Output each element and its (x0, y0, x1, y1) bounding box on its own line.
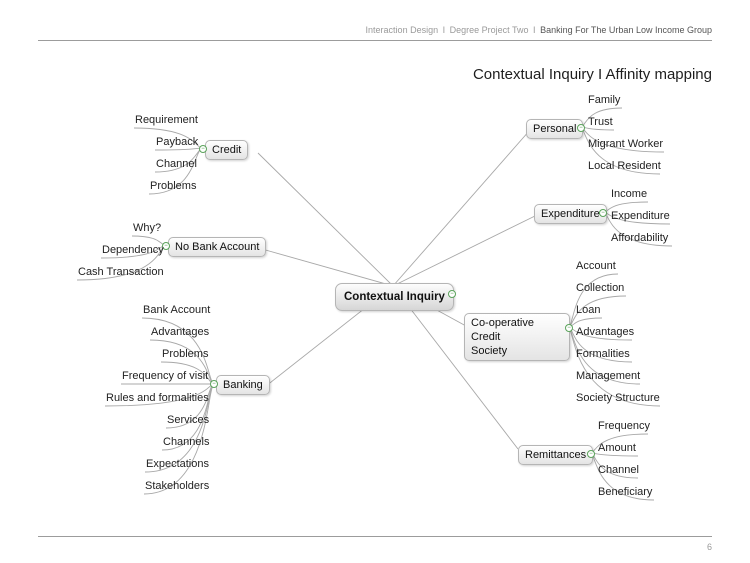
branch-label-line: Society (471, 345, 508, 357)
leaf-node[interactable]: Family (588, 94, 621, 106)
collapse-toggle-icon[interactable]: − (162, 242, 170, 250)
leaf-node[interactable]: Problems (150, 180, 197, 192)
branch-node-cooperative-credit-society[interactable]: Co-operative Credit Society (464, 313, 570, 361)
leaf-node[interactable]: Bank Account (143, 304, 211, 316)
breadcrumb: Interaction Design I Degree Project Two … (366, 25, 712, 35)
leaf-node[interactable]: Frequency (598, 420, 650, 432)
breadcrumb-separator: I (533, 25, 536, 35)
leaf-node[interactable]: Expectations (146, 458, 209, 470)
breadcrumb-item-current: Banking For The Urban Low Income Group (540, 25, 712, 35)
branch-node-personal[interactable]: Personal (526, 119, 584, 139)
collapse-toggle-icon[interactable]: − (210, 380, 218, 388)
leaf-node[interactable]: Loan (576, 304, 601, 316)
leaf-node[interactable]: Society Structure (576, 392, 660, 404)
leaf-node[interactable]: Advantages (151, 326, 210, 338)
breadcrumb-separator: I (442, 25, 446, 35)
mindmap-center-node[interactable]: Contextual Inquiry (335, 283, 454, 311)
leaf-node[interactable]: Stakeholders (145, 480, 210, 492)
branch-node-credit[interactable]: Credit (205, 140, 249, 160)
leaf-node[interactable]: Collection (576, 282, 625, 294)
leaf-node[interactable]: Affordability (611, 232, 669, 244)
collapse-toggle-icon[interactable]: − (577, 124, 585, 132)
leaf-node[interactable]: Frequency of visit (122, 370, 209, 382)
leaf-node[interactable]: Cash Transaction (78, 266, 164, 278)
leaf-node[interactable]: Payback (156, 136, 199, 148)
branch-node-banking[interactable]: Banking (216, 375, 270, 395)
collapse-toggle-icon[interactable]: − (199, 145, 207, 153)
leaf-node[interactable]: Income (611, 188, 648, 200)
collapse-toggle-icon[interactable]: − (448, 290, 456, 298)
leaf-node[interactable]: Trust (588, 116, 613, 128)
branch-node-expenditure[interactable]: Expenditure (534, 204, 607, 224)
leaf-node[interactable]: Problems (162, 348, 209, 360)
page-number: 6 (706, 542, 712, 552)
collapse-toggle-icon[interactable]: − (565, 324, 573, 332)
breadcrumb-item: Interaction Design (365, 25, 439, 35)
leaf-node[interactable]: Migrant Worker (588, 138, 663, 150)
collapse-toggle-icon[interactable]: − (587, 450, 595, 458)
leaf-node[interactable]: Channel (598, 464, 639, 476)
leaf-node[interactable]: Why? (133, 222, 162, 234)
bottom-rule (38, 536, 712, 537)
leaf-node[interactable]: Requirement (135, 114, 198, 126)
top-rule (38, 40, 712, 41)
collapse-toggle-icon[interactable]: − (599, 209, 607, 217)
leaf-node[interactable]: Local Resident (588, 160, 661, 172)
leaf-node[interactable]: Account (576, 260, 616, 272)
leaf-node[interactable]: Expenditure (611, 210, 670, 222)
leaf-node[interactable]: Advantages (576, 326, 635, 338)
leaf-node[interactable]: Rules and formalities (106, 392, 209, 404)
branch-node-no-bank-account[interactable]: No Bank Account (168, 237, 267, 257)
leaf-node[interactable]: Formalities (576, 348, 630, 360)
leaf-node[interactable]: Channels (163, 436, 210, 448)
branch-label-line: Co-operative Credit (471, 317, 534, 343)
branch-node-remittances[interactable]: Remittances (518, 445, 594, 465)
leaf-node[interactable]: Dependency (102, 244, 164, 256)
leaf-node[interactable]: Channel (156, 158, 197, 170)
leaf-node[interactable]: Amount (598, 442, 636, 454)
breadcrumb-item: Degree Project Two (449, 25, 529, 35)
page-title: Contextual Inquiry I Affinity mapping (472, 66, 712, 83)
leaf-node[interactable]: Management (576, 370, 641, 382)
leaf-node[interactable]: Beneficiary (598, 486, 653, 498)
leaf-node[interactable]: Services (167, 414, 210, 426)
